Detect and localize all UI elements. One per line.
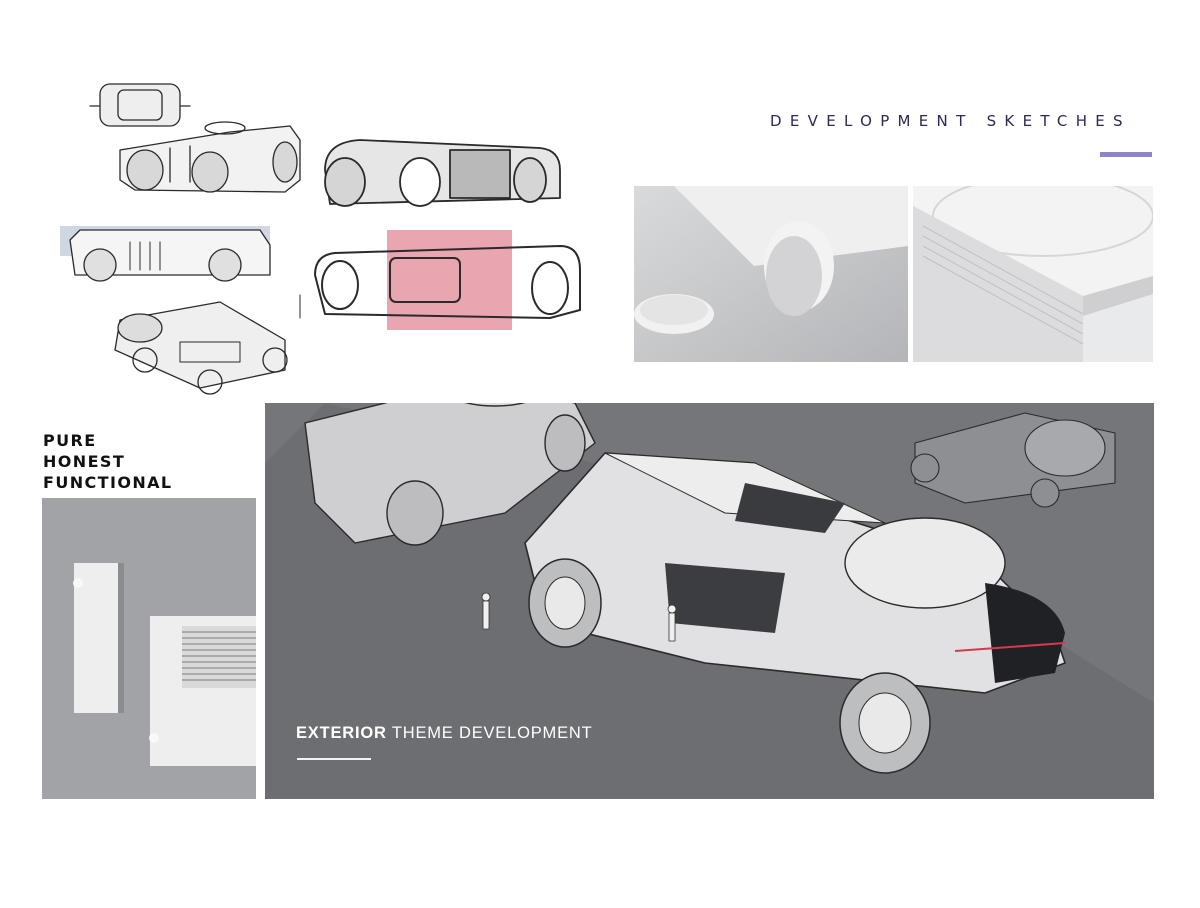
scale-figures bbox=[481, 592, 677, 642]
sketch-underside-view bbox=[114, 301, 288, 395]
motto-line: PURE bbox=[43, 431, 97, 450]
render-main-vehicle bbox=[524, 452, 1066, 774]
render-caption: EXTERIOR THEME DEVELOPMENT bbox=[296, 724, 592, 743]
caption-underline bbox=[297, 758, 371, 760]
sketch-highlighted-vehicle bbox=[299, 245, 581, 319]
title-accent-bar bbox=[1100, 152, 1152, 157]
material-photo-slab bbox=[913, 186, 1153, 362]
material-photo-cylinder bbox=[634, 186, 908, 362]
sketch-front-view bbox=[89, 83, 191, 127]
page-title: DEVELOPMENT SKETCHES bbox=[770, 112, 1131, 130]
render-caption-bold: EXTERIOR bbox=[296, 724, 387, 742]
vehicle-sketches bbox=[60, 83, 581, 395]
render-caption-rest: THEME DEVELOPMENT bbox=[391, 724, 593, 742]
render-far-vehicle bbox=[910, 412, 1116, 508]
sketch-side-profile bbox=[60, 226, 271, 282]
render-background-vehicle bbox=[304, 403, 596, 546]
exterior-render bbox=[265, 403, 1154, 799]
sketch-three-quarter-view bbox=[119, 121, 301, 193]
motto-line: FUNCTIONAL bbox=[43, 473, 173, 492]
material-photo-columns bbox=[42, 498, 256, 799]
sketch-large-profile bbox=[324, 139, 561, 207]
sketch-highlight-swatch bbox=[387, 230, 512, 330]
motto-line: HONEST bbox=[43, 452, 126, 471]
design-motto: PURE HONEST FUNCTIONAL bbox=[43, 430, 173, 493]
